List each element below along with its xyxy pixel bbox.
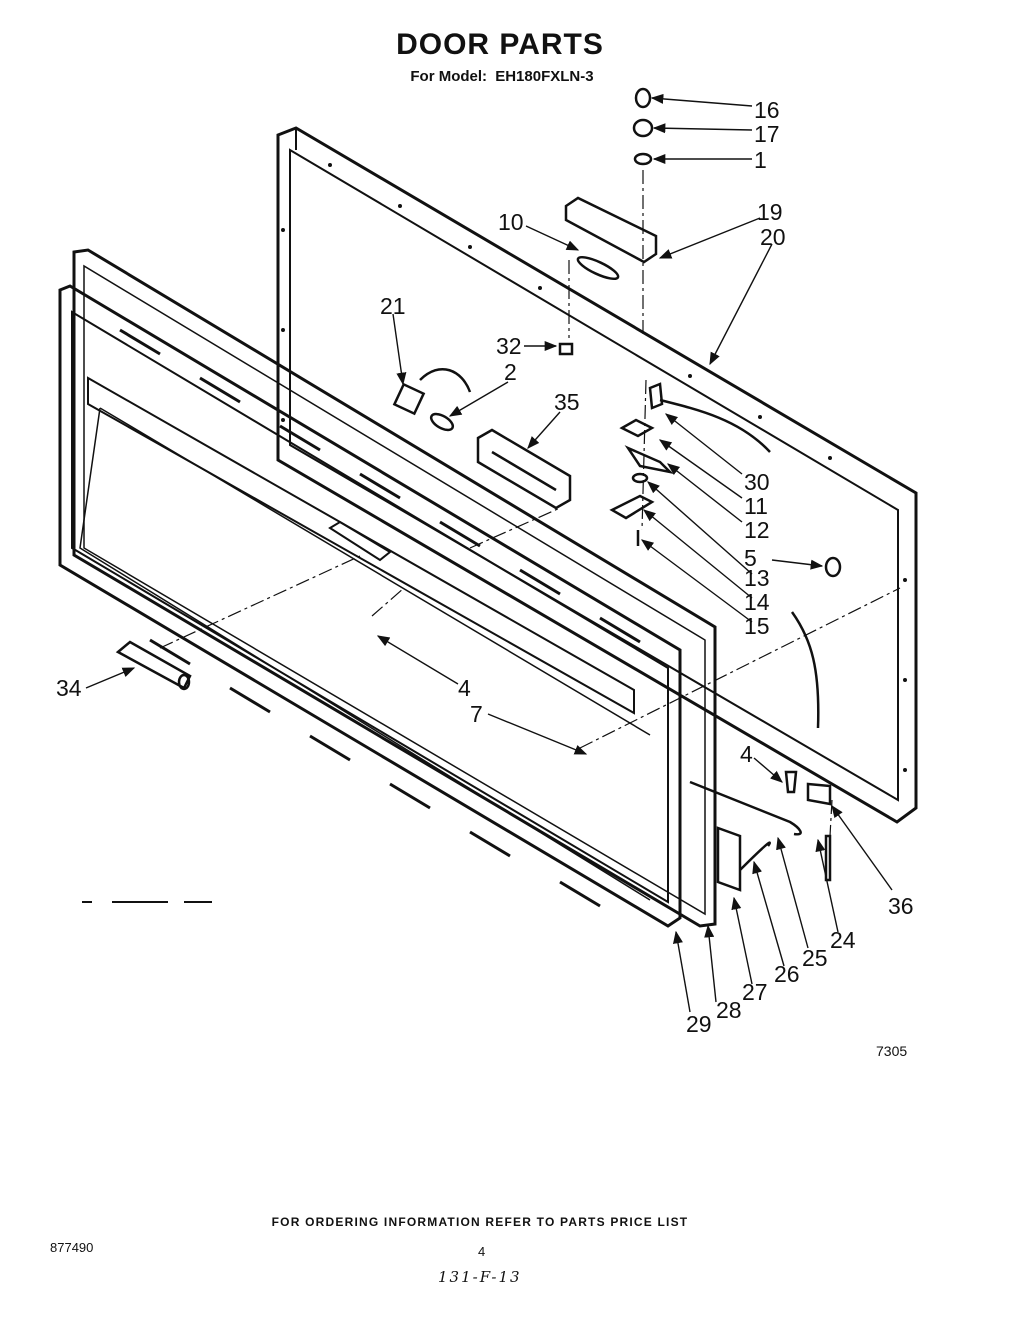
callout-7: 7 <box>470 701 483 727</box>
callout-30: 30 <box>744 469 770 495</box>
door-handle-part <box>115 640 192 691</box>
bottom-hardware <box>689 611 832 892</box>
inner-door-liner <box>276 126 918 824</box>
liner-screw-holes <box>281 163 907 772</box>
figure-code: 7305 <box>876 1043 908 1059</box>
callout-1: 1 <box>754 147 767 173</box>
page-title: DOOR PARTS <box>396 28 604 61</box>
callout-25: 25 <box>802 945 828 971</box>
ordering-note: FOR ORDERING INFORMATION REFER TO PARTS … <box>271 1215 689 1229</box>
callout-10: 10 <box>498 209 524 235</box>
callout-32: 32 <box>496 333 522 359</box>
callout-4-center: 4 <box>458 675 471 701</box>
callout-35: 35 <box>554 389 580 415</box>
callout-labels: 16 17 1 19 20 10 21 32 2 35 30 11 12 5 1… <box>56 97 914 1037</box>
callout-19: 19 <box>757 199 783 225</box>
switch-part <box>392 368 472 432</box>
callout-12: 12 <box>744 517 770 543</box>
door-gasket <box>72 248 717 928</box>
door-panel-vent-slots <box>119 328 641 908</box>
callout-27: 27 <box>742 979 768 1005</box>
handwritten-code: 131-F-13 <box>438 1268 522 1286</box>
callout-21: 21 <box>380 293 406 319</box>
callout-2: 2 <box>504 359 517 385</box>
alignment-lines <box>159 170 901 837</box>
callout-11: 11 <box>744 493 768 519</box>
model-line: For Model: EH180FXLN-3 <box>0 68 1000 85</box>
callout-34: 34 <box>56 675 82 701</box>
callout-26: 26 <box>774 961 800 987</box>
bracket-part <box>476 428 572 510</box>
callout-13: 13 <box>744 565 770 591</box>
callout-24: 24 <box>830 927 856 953</box>
callout-17: 17 <box>754 121 780 147</box>
callout-16: 16 <box>754 97 780 123</box>
callout-29: 29 <box>686 1011 712 1037</box>
document-number: 877490 <box>50 1240 94 1255</box>
model-number: EH180FXLN-3 <box>495 68 594 85</box>
model-prefix: For Model: <box>410 68 488 85</box>
outer-door-panel <box>58 284 682 928</box>
callout-15: 15 <box>744 613 770 639</box>
hinge-hardware <box>558 87 658 356</box>
callout-5: 5 <box>744 545 757 571</box>
callout-20: 20 <box>760 224 786 250</box>
callout-36: 36 <box>888 893 914 919</box>
callout-28: 28 <box>716 997 742 1023</box>
callout-4-right: 4 <box>740 741 753 767</box>
page-number: 4 <box>478 1244 486 1259</box>
leader-lines <box>85 93 893 1013</box>
callout-14: 14 <box>744 589 770 615</box>
lower-hinge-hardware <box>609 382 842 578</box>
